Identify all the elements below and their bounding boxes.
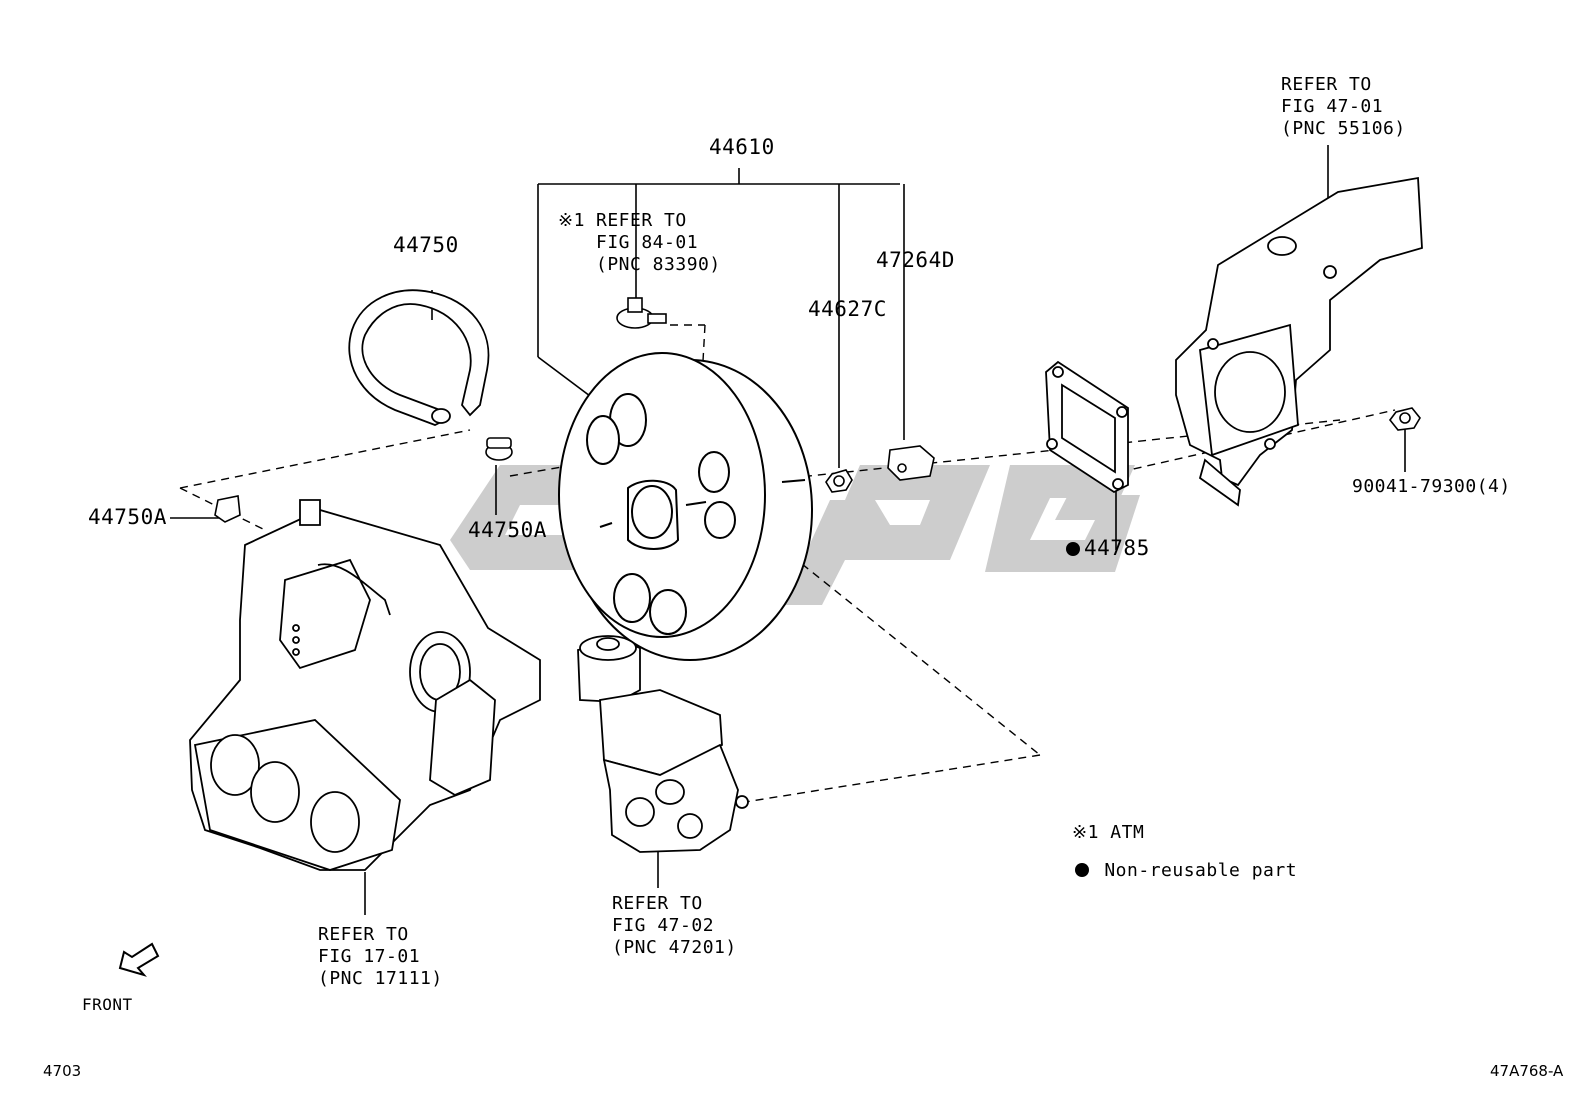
legend-dot-icon [1075, 863, 1089, 877]
clevis-part [887, 445, 935, 481]
callout-nut: 90041-79300(4) [1352, 476, 1511, 497]
brake-booster-part [558, 352, 813, 661]
legend-nonreusable: Non-reusable part [1075, 860, 1297, 882]
callout-booster: 44610 [709, 135, 775, 159]
pedal-bracket-part [1175, 176, 1423, 507]
callout-hose: 44750 [393, 233, 459, 257]
ref-sensor-mark: ※1 [558, 210, 585, 231]
hose-clip-left [214, 495, 241, 523]
hose-clip-center [485, 437, 513, 461]
ref-bracket: REFER TO FIG 47-01 (PNC 55106) [1281, 74, 1406, 139]
ref-manifold: REFER TO FIG 17-01 (PNC 17111) [318, 924, 443, 989]
front-arrow-icon [118, 942, 160, 977]
callout-clevis: 47264D [876, 248, 955, 272]
ref-sensor: REFER TO FIG 84-01 (PNC 83390) [596, 210, 721, 275]
callout-gasket: 44785 [1066, 536, 1150, 560]
callout-gasket-nut: 44627C [808, 297, 887, 321]
drawing-id: 47A768-A [1490, 1062, 1564, 1080]
legend-atm: ※1 ATM [1072, 822, 1145, 843]
page-code: 4703 [43, 1062, 82, 1080]
callout-clip-left: 44750A [88, 505, 167, 529]
hose-part [348, 289, 490, 426]
vacuum-sensor-part [616, 297, 667, 329]
master-cylinder-part [577, 635, 749, 853]
gasket-part [1045, 360, 1129, 494]
callout-clip-center: 44750A [468, 518, 547, 542]
ref-master-cylinder: REFER TO FIG 47-02 (PNC 47201) [612, 893, 737, 958]
front-label: FRONT [82, 995, 133, 1014]
nonreusable-dot-icon [1066, 542, 1080, 556]
intake-manifold-part [189, 499, 541, 871]
flange-nut-part [1388, 407, 1421, 431]
gasket-nut-part [825, 469, 853, 493]
